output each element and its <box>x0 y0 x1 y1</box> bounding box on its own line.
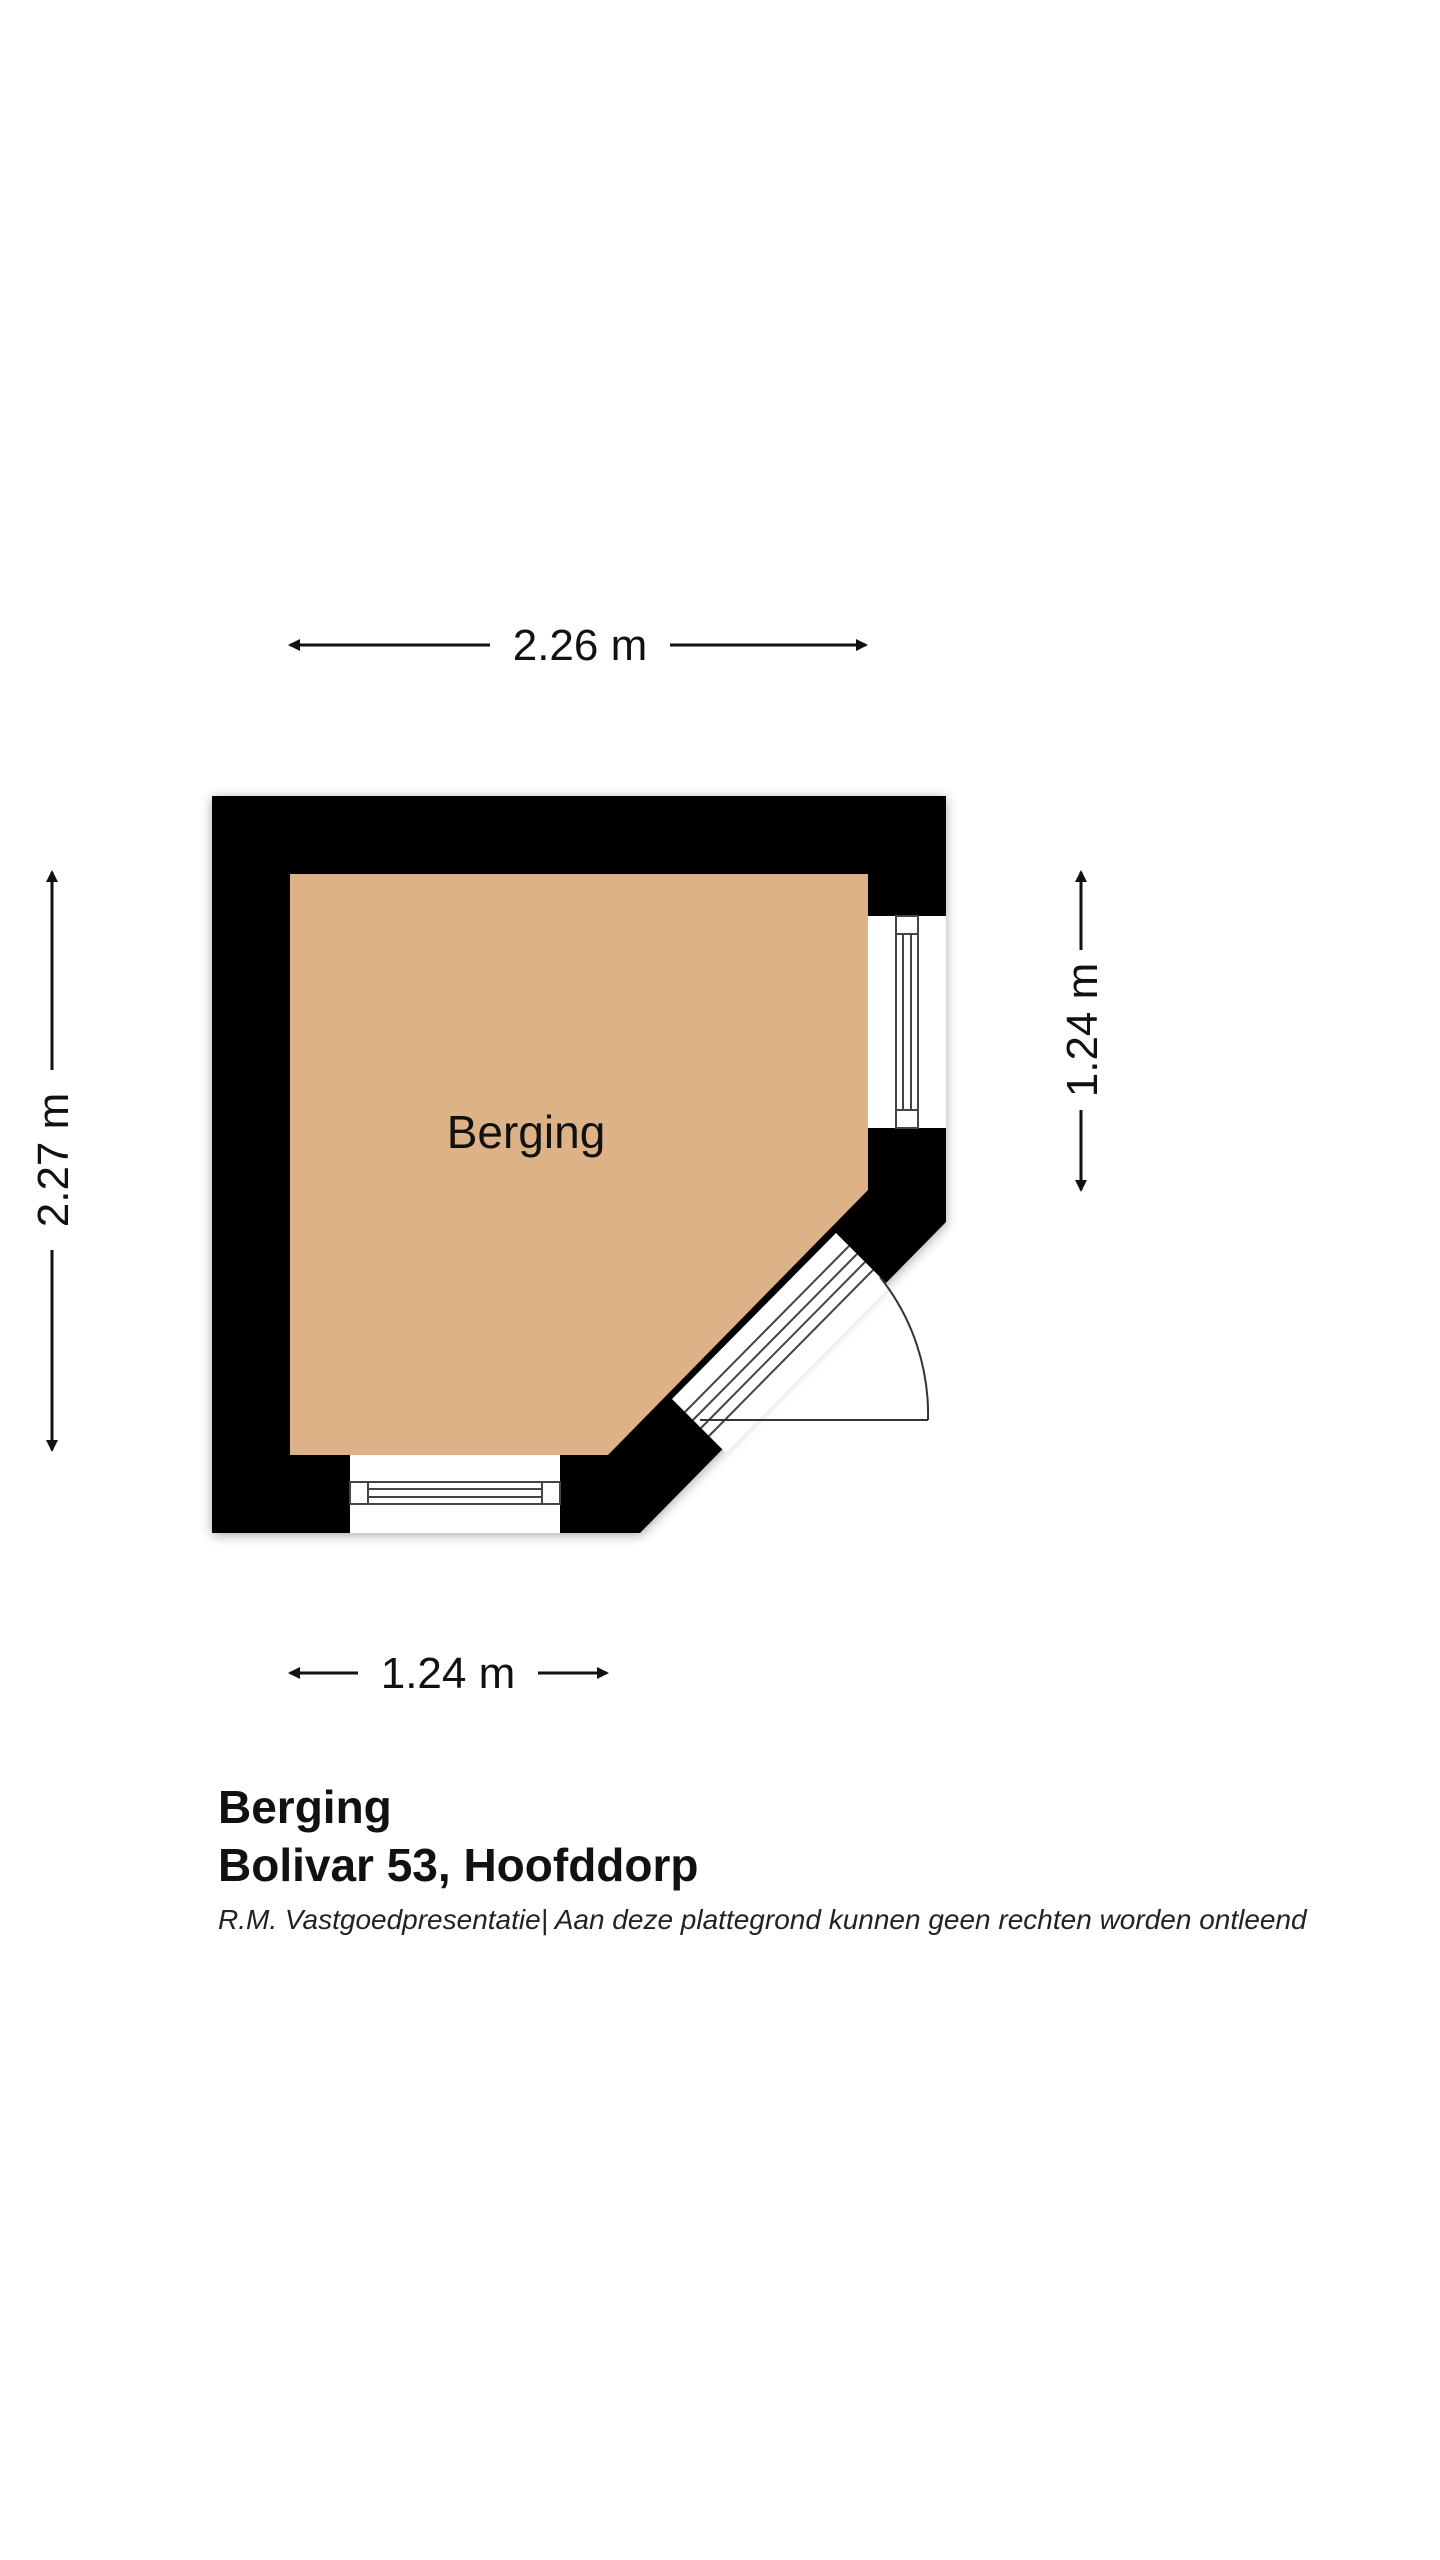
door <box>672 1233 930 1453</box>
door-swing-arc <box>879 1276 930 1421</box>
window-right <box>868 915 946 1129</box>
dimension-top: 2.26 m <box>288 621 868 670</box>
dimension-left: 2.27 m <box>29 870 78 1452</box>
dimension-right: 1.24 m <box>1058 870 1107 1192</box>
room-label: Berging <box>447 1106 606 1158</box>
dimension-top-label: 2.26 m <box>513 621 648 670</box>
caption-address: Bolivar 53, Hoofddorp <box>218 1839 699 1891</box>
caption-title: Berging <box>218 1781 392 1833</box>
dimension-bottom-label: 1.24 m <box>381 1649 516 1698</box>
dimension-left-label: 2.27 m <box>29 1093 78 1228</box>
window-bottom <box>349 1455 561 1533</box>
room-floor <box>290 874 868 1455</box>
door-opening <box>672 1233 890 1453</box>
dimension-bottom: 1.24 m <box>288 1649 609 1698</box>
dimension-right-label: 1.24 m <box>1058 963 1107 1098</box>
caption-block: Berging Bolivar 53, Hoofddorp R.M. Vastg… <box>218 1778 1418 1940</box>
caption-disclaimer: R.M. Vastgoedpresentatie| Aan deze platt… <box>218 1904 1307 1935</box>
